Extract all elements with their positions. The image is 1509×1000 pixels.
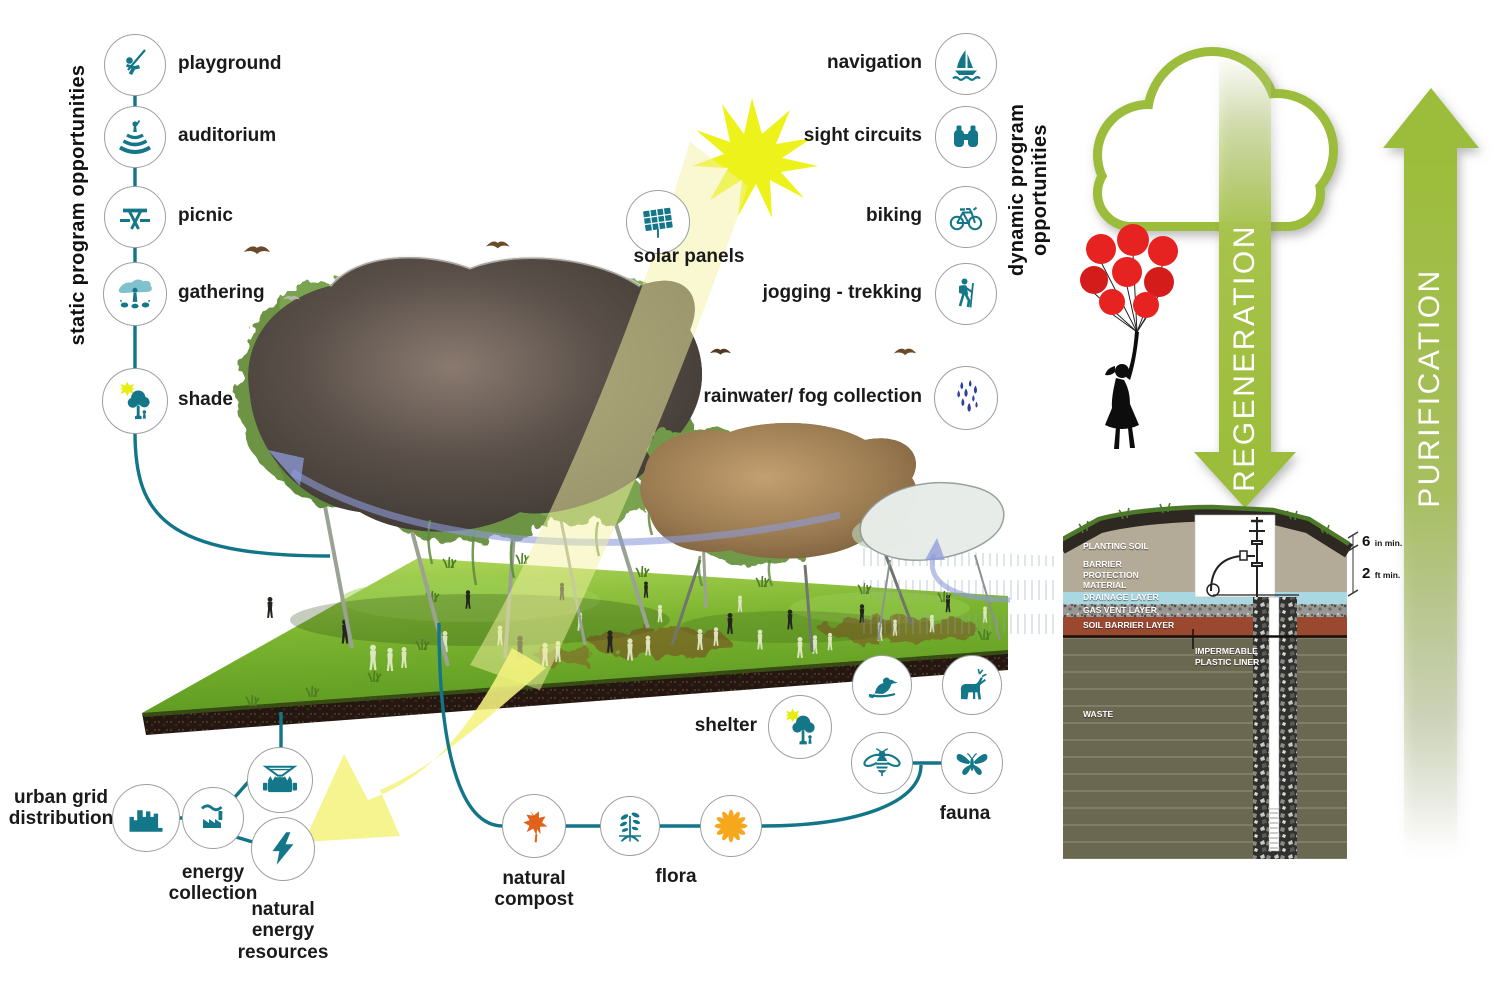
drainage-layer-label: DRAINAGE LAYER — [1083, 592, 1159, 602]
purification-arrow — [1383, 88, 1479, 848]
auditorium-label: auditorium — [178, 125, 277, 146]
rainwater-fog-label: rainwater/ fog collection — [703, 386, 922, 407]
jogging-trekking-label: jogging - trekking — [762, 282, 922, 303]
shelter-label: shelter — [694, 715, 757, 736]
factory-icon — [201, 804, 223, 828]
well-pipe — [1268, 596, 1280, 810]
static-programs-title: static program opportunities — [67, 64, 89, 346]
node-natural-compost — [502, 794, 566, 858]
node-picnic — [104, 186, 166, 248]
gathering-icon — [118, 279, 152, 309]
biking-label: biking — [866, 205, 922, 226]
dimension-6in: 6 in min. — [1362, 533, 1403, 550]
energy-collection-label: energy collection — [168, 862, 258, 905]
node-natural-energy — [251, 817, 315, 881]
solar-panel-icon — [643, 207, 673, 238]
node-urban-grid — [112, 784, 180, 852]
wicker-canopy — [640, 422, 918, 587]
bee-icon — [863, 748, 901, 777]
navigation-label: navigation — [826, 52, 922, 73]
raindrops-icon — [957, 380, 978, 412]
binoculars-icon — [954, 125, 978, 147]
hiker-icon — [958, 278, 974, 308]
impermeable-liner-label: IMPERMEABLE PLASTIC LINER — [1195, 646, 1260, 667]
landfill-cross-section: PLANTING SOIL BARRIER PROTECTION MATERIA… — [1063, 503, 1509, 869]
bird-icon — [868, 677, 898, 699]
shelter-tree-icon — [785, 708, 815, 745]
node-playground — [104, 34, 166, 96]
node-flora — [600, 796, 660, 856]
red-balloons — [1080, 224, 1178, 318]
node-flower — [700, 795, 762, 857]
bicycle-icon — [949, 206, 983, 231]
sailboat-icon — [952, 50, 981, 81]
node-gathering — [103, 262, 167, 326]
gas-well-pipe — [1206, 517, 1299, 597]
shade-label: shade — [178, 389, 233, 410]
fauna-label: fauna — [939, 803, 991, 824]
gathering-label: gathering — [178, 282, 265, 303]
cloud-icon — [1093, 47, 1338, 231]
node-rainwater — [934, 366, 998, 430]
city-skyline-icon — [129, 810, 163, 832]
dimension-2ft: 2 ft min. — [1362, 565, 1401, 582]
picnic-label: picnic — [178, 205, 233, 226]
girl-silhouette — [1105, 331, 1139, 449]
solar-beam — [304, 142, 748, 842]
regeneration-arrow — [1194, 50, 1296, 508]
maple-leaf-icon — [523, 810, 548, 843]
planting-soil-layer — [1063, 506, 1353, 558]
node-shelter — [768, 695, 832, 759]
wireframe-canopy — [852, 481, 1058, 648]
natural-compost-label: natural compost — [494, 868, 574, 911]
node-solar-panels — [626, 190, 690, 254]
node-shade — [102, 368, 168, 434]
barrier-protection-label: BARRIER PROTECTION MATERIAL — [1083, 559, 1139, 591]
seedling-icon — [619, 812, 641, 842]
node-jogging — [935, 263, 997, 325]
playground-label: playground — [178, 53, 282, 74]
shade-tree-icon — [120, 381, 150, 420]
swing-icon — [126, 49, 146, 75]
node-deer — [942, 655, 1002, 715]
lightning-icon — [272, 832, 294, 865]
node-biking — [935, 186, 997, 248]
solar-panels-label: solar panels — [633, 246, 745, 267]
node-energy-collection — [182, 787, 244, 849]
balloon-girl — [1080, 224, 1178, 449]
flora-label: flora — [655, 866, 697, 887]
node-butterfly — [941, 732, 1003, 794]
waste-layer — [1063, 638, 1347, 859]
butterfly-icon — [956, 752, 988, 775]
picnic-table-icon — [120, 208, 150, 230]
waste-label: WASTE — [1083, 709, 1114, 719]
node-bird — [852, 655, 912, 715]
well-screen — [1268, 808, 1280, 852]
soil-barrier-label: SOIL BARRIER LAYER — [1083, 620, 1175, 630]
flower-icon — [714, 809, 748, 843]
cross-section-graphic — [1063, 503, 1359, 859]
valve-icon — [262, 765, 298, 793]
node-gas-valve — [247, 747, 313, 813]
node-navigation — [935, 33, 997, 95]
urban-grid-label: urban grid distribution — [8, 787, 114, 830]
dimension-bracket — [1347, 531, 1359, 597]
natural-energy-label: natural energy resources — [237, 899, 329, 963]
regeneration-label: REGENERATION — [1228, 224, 1261, 492]
dynamic-programs-title: dynamic program opportunities — [1006, 103, 1051, 277]
node-bee — [851, 732, 913, 794]
deer-icon — [960, 668, 987, 700]
node-auditorium — [104, 106, 166, 168]
beam-arrow — [304, 648, 546, 842]
auditorium-icon — [118, 120, 152, 154]
planting-soil-label: PLANTING SOIL — [1083, 541, 1149, 551]
sight-circuits-label: sight circuits — [803, 125, 922, 146]
purification-label: PURIFICATION — [1413, 268, 1446, 508]
fog-rain — [862, 548, 1058, 648]
gas-vent-label: GAS VENT LAYER — [1083, 605, 1157, 615]
node-sight-circuits — [935, 106, 997, 168]
